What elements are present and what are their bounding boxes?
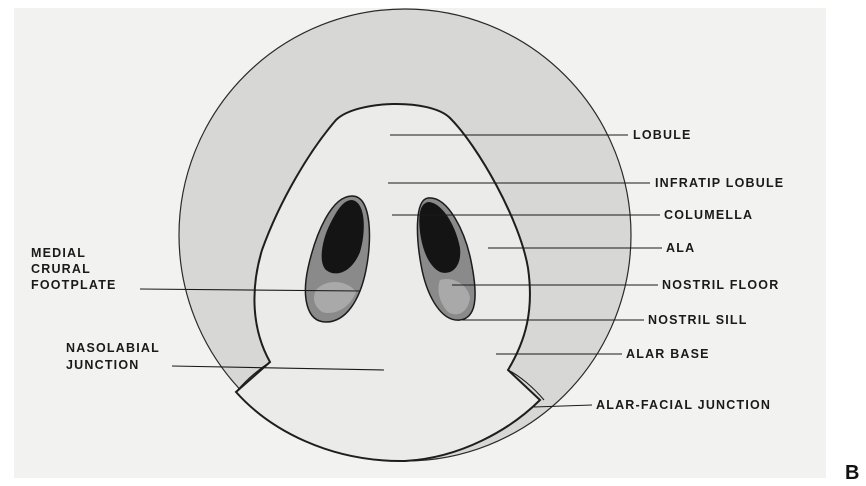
label-infratip-lobule: INFRATIP LOBULE: [655, 176, 784, 190]
label-ala: ALA: [666, 241, 695, 255]
label-medial-crural-footplate-line3: FOOTPLATE: [31, 278, 117, 292]
panel-letter: B: [845, 462, 859, 484]
label-nostril-sill: NOSTRIL SILL: [648, 313, 748, 327]
label-nostril-floor: NOSTRIL FLOOR: [662, 278, 779, 292]
label-lobule: LOBULE: [633, 128, 692, 142]
label-medial-crural-footplate-line1: MEDIAL: [31, 246, 86, 260]
label-medial-crural-footplate-line2: CRURAL: [31, 262, 91, 276]
label-alar-facial-junction: ALAR-FACIAL JUNCTION: [596, 398, 771, 412]
label-nasolabial-junction-line2: JUNCTION: [66, 358, 140, 372]
label-nasolabial-junction-line1: NASOLABIAL: [66, 341, 160, 355]
label-columella: COLUMELLA: [664, 208, 753, 222]
label-alar-base: ALAR BASE: [626, 347, 710, 361]
